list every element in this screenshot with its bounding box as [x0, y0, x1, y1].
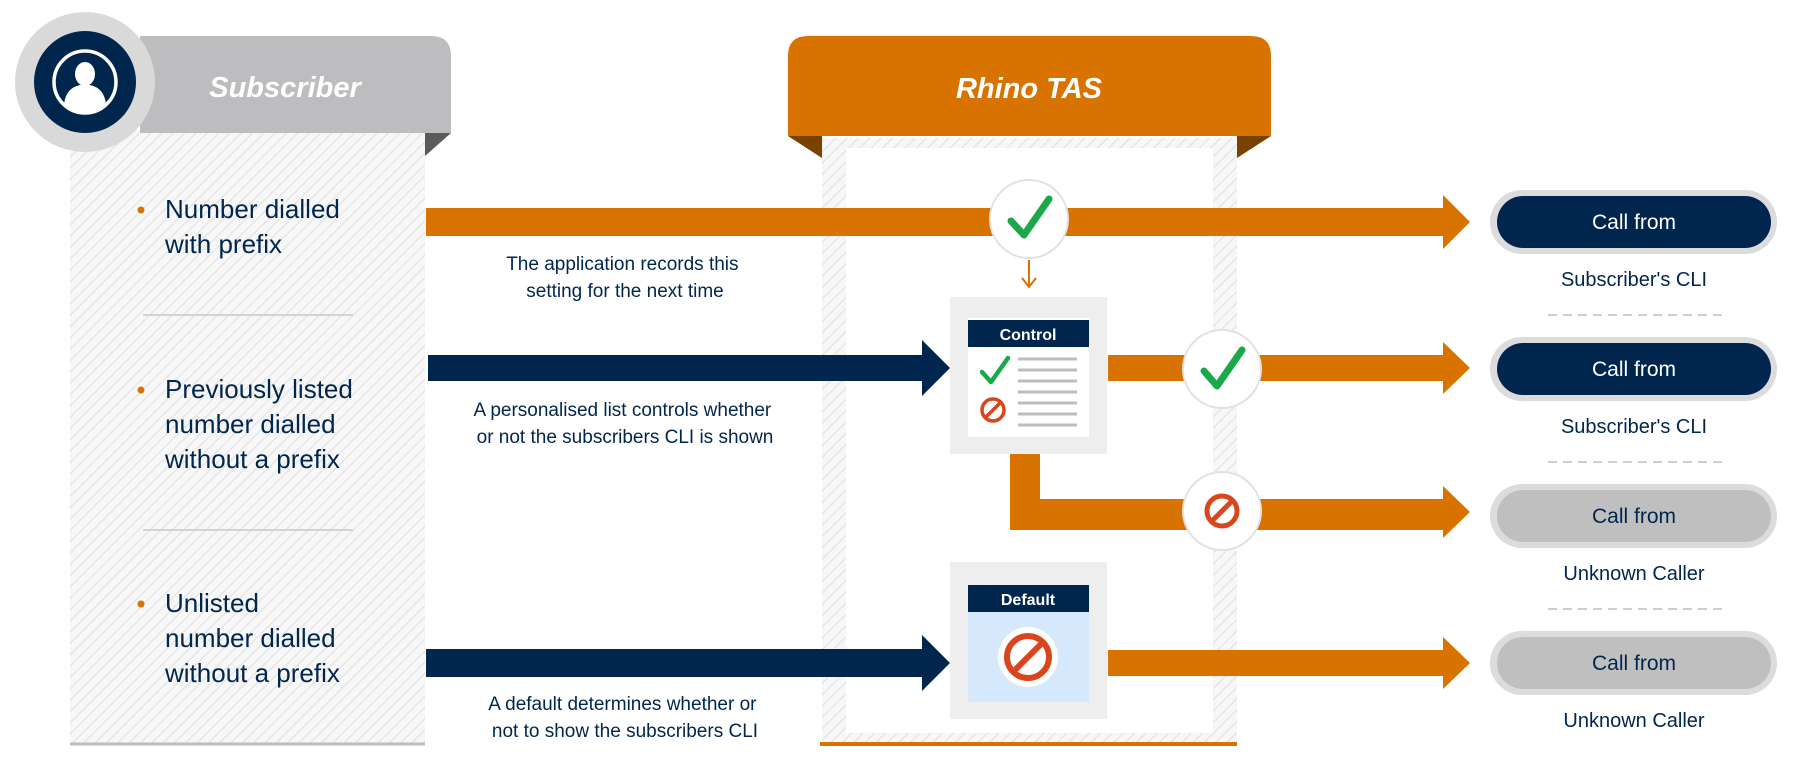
subscriber-header [140, 36, 451, 133]
default-header [968, 585, 1089, 612]
user-avatar-icon [52, 49, 118, 115]
note-record-setting: The application records this setting for… [506, 254, 744, 302]
bullet-dot [137, 600, 145, 608]
tas-header [788, 36, 1271, 136]
flow-notes: The application records this setting for… [473, 254, 776, 742]
outcome-button-label: Call from [1592, 358, 1676, 381]
default-label: Default [1001, 592, 1056, 609]
outcome-caption: Subscriber's CLI [1561, 416, 1707, 438]
tas-ribbon-fold-right [1237, 136, 1271, 158]
outcome-caption: Unknown Caller [1563, 710, 1705, 732]
record-setting-arrowhead [1021, 277, 1037, 289]
subscriber-ribbon-fold [425, 133, 451, 156]
default-box: Default [950, 562, 1107, 719]
outcome-button-label: Call from [1592, 211, 1676, 234]
outcome-caption: Unknown Caller [1563, 563, 1705, 585]
list-lines [1018, 357, 1077, 427]
checkmark-icon [979, 355, 1011, 385]
tas-ribbon-fold-left [788, 136, 822, 158]
checkmark-icon [1007, 195, 1053, 239]
note-personalised-list: A personalised list controls whether or … [473, 400, 776, 448]
outcome-button-label: Call from [1592, 652, 1676, 675]
arrow-listed-to-control [428, 340, 950, 396]
arrow-control-to-outcome-3 [1010, 452, 1470, 538]
subscriber-panel-body [70, 130, 425, 744]
control-header [968, 320, 1089, 347]
arrow-default-to-outcome-4 [1108, 637, 1470, 689]
control-box: Control [950, 297, 1107, 454]
checkmark-icon [1200, 346, 1246, 390]
control-label: Control [1000, 327, 1057, 344]
prohibited-icon [980, 397, 1006, 423]
subscriber-title: Subscriber [209, 72, 362, 104]
bullet-dot [137, 386, 145, 394]
prohibited-icon [1204, 493, 1240, 529]
flow-arrows [426, 195, 1470, 691]
outcome-pill [1497, 637, 1771, 689]
outcome-pill [1497, 490, 1771, 542]
decision-check-1 [989, 179, 1069, 259]
arrow-unlisted-to-default [426, 635, 950, 691]
tas-title: Rhino TAS [956, 73, 1103, 105]
prohibited-icon [1004, 633, 1052, 681]
decision-check-2 [1182, 329, 1262, 409]
arrow-prefix-to-outcome-1 [426, 195, 1470, 249]
outcome-caption: Subscriber's CLI [1561, 269, 1707, 291]
bullet-dot [137, 206, 145, 214]
decision-deny [1182, 471, 1262, 551]
note-default: A default determines whether or not to s… [488, 694, 762, 742]
outcome-pill [1497, 343, 1771, 395]
outcome-pill [1497, 196, 1771, 248]
outcome-button-label: Call from [1592, 505, 1676, 528]
